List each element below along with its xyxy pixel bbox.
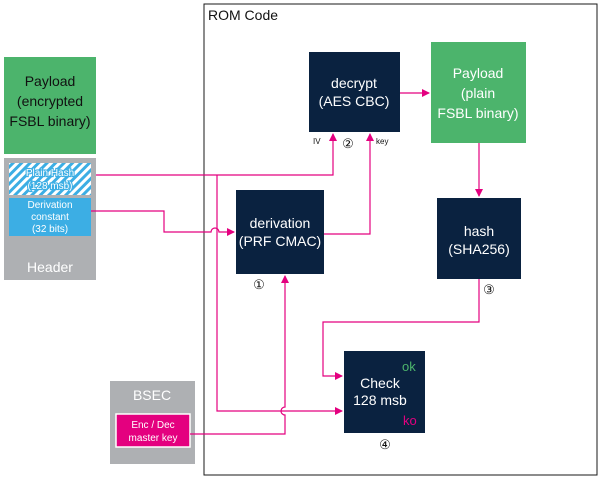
- svg-text:Payload: Payload: [25, 73, 76, 89]
- payload-plain-box: [431, 42, 526, 143]
- svg-text:Payload: Payload: [453, 65, 504, 81]
- payload-plain-line3: FSBL binary): [437, 105, 518, 121]
- header-block: Plain Hash (128 msb) Derivation constant…: [4, 158, 96, 280]
- svg-text:derivation: derivation: [250, 215, 311, 231]
- payload-encrypted-block: Payload (encrypted FSBL binary): [4, 57, 96, 154]
- derivation-block: derivation (PRF CMAC) ①: [236, 190, 324, 292]
- payload-encrypted-line1: Payload: [25, 73, 76, 89]
- svg-text:(encrypted: (encrypted: [17, 93, 83, 109]
- rom-code-region: ROM Code: [203, 3, 598, 476]
- derivation-line2: (PRF CMAC): [239, 233, 321, 249]
- svg-text:Plain Hash: Plain Hash: [26, 168, 74, 179]
- hash-line2: (SHA256): [448, 241, 509, 257]
- check-ok-label: ok: [402, 359, 416, 374]
- svg-text:hash: hash: [464, 223, 494, 239]
- hash-line1: hash: [464, 223, 494, 239]
- master-key-line2: master key: [129, 433, 178, 444]
- hash-step-number: ③: [483, 282, 495, 297]
- decrypt-box: [309, 52, 400, 132]
- plain-hash-line2: (128 msb): [27, 181, 72, 192]
- svg-text:Check: Check: [360, 375, 401, 391]
- svg-text:decrypt: decrypt: [331, 75, 377, 91]
- svg-text:(PRF CMAC): (PRF CMAC): [239, 233, 321, 249]
- svg-text:(plain: (plain: [461, 85, 495, 101]
- payload-encrypted-line3: FSBL binary): [9, 113, 90, 129]
- svg-text:FSBL binary): FSBL binary): [437, 105, 518, 121]
- check-line2: 128 msb: [353, 392, 407, 408]
- arrow-plain-hash-to-iv: [96, 133, 337, 176]
- derivation-constant-box: [9, 198, 91, 236]
- arrow-plain-hash-to-check: [216, 175, 343, 415]
- derivation-box: [236, 190, 324, 274]
- derivation-constant-line2: constant: [31, 212, 69, 223]
- header-label: Header: [27, 259, 73, 275]
- plain-hash-line1: Plain Hash: [26, 168, 74, 179]
- svg-text:(32 bits): (32 bits): [32, 224, 68, 235]
- bsec-block: BSEC Enc / Dec master key: [110, 381, 195, 464]
- arrow-constant-to-derivation: [91, 210, 235, 236]
- svg-text:128 msb: 128 msb: [353, 392, 407, 408]
- payload-encrypted-box: [4, 57, 96, 154]
- svg-text:constant: constant: [31, 212, 69, 223]
- svg-text:Derivation: Derivation: [27, 200, 72, 211]
- master-key-box: [115, 413, 191, 448]
- hash-block: hash (SHA256) ③: [437, 198, 521, 297]
- payload-plain-line2: (plain: [461, 85, 495, 101]
- payload-plain-block: Payload (plain FSBL binary): [431, 42, 526, 143]
- svg-text:(AES CBC): (AES CBC): [319, 93, 390, 109]
- master-key-line1: Enc / Dec: [131, 420, 174, 431]
- svg-text:master key: master key: [129, 433, 178, 444]
- decrypt-block: decrypt (AES CBC) IV key ②: [309, 52, 400, 151]
- hash-box: [437, 198, 521, 279]
- decrypt-line2: (AES CBC): [319, 93, 390, 109]
- plain-hash-box: [9, 163, 91, 195]
- svg-text:(SHA256): (SHA256): [448, 241, 509, 257]
- decrypt-step-number: ②: [342, 136, 354, 151]
- check-block: ok Check 128 msb ko ④: [344, 351, 425, 452]
- derivation-constant-line1: Derivation: [27, 200, 72, 211]
- derivation-line1: derivation: [250, 215, 311, 231]
- check-ko-label: ko: [403, 413, 417, 428]
- payload-plain-line1: Payload: [453, 65, 504, 81]
- svg-text:Enc / Dec: Enc / Dec: [131, 420, 174, 431]
- rom-code-frame: [203, 3, 598, 476]
- derivation-step-number: ①: [253, 277, 265, 292]
- check-step-number: ④: [379, 437, 391, 452]
- check-box: [344, 351, 425, 433]
- decrypt-key-label: key: [376, 137, 388, 146]
- arrow-derivation-to-key: [324, 133, 374, 235]
- derivation-constant-line3: (32 bits): [32, 224, 68, 235]
- bsec-label: BSEC: [133, 387, 171, 403]
- decrypt-iv-label: IV: [313, 137, 321, 146]
- check-line1: Check: [360, 375, 401, 391]
- payload-encrypted-line2: (encrypted: [17, 93, 83, 109]
- decrypt-line1: decrypt: [331, 75, 377, 91]
- svg-text:(128 msb): (128 msb): [27, 181, 72, 192]
- rom-code-label: ROM Code: [208, 7, 278, 23]
- arrow-hash-to-check: [322, 279, 480, 380]
- connectors: [91, 89, 483, 435]
- arrow-master-key-to-derivation: [190, 275, 289, 435]
- svg-text:FSBL binary): FSBL binary): [9, 113, 90, 129]
